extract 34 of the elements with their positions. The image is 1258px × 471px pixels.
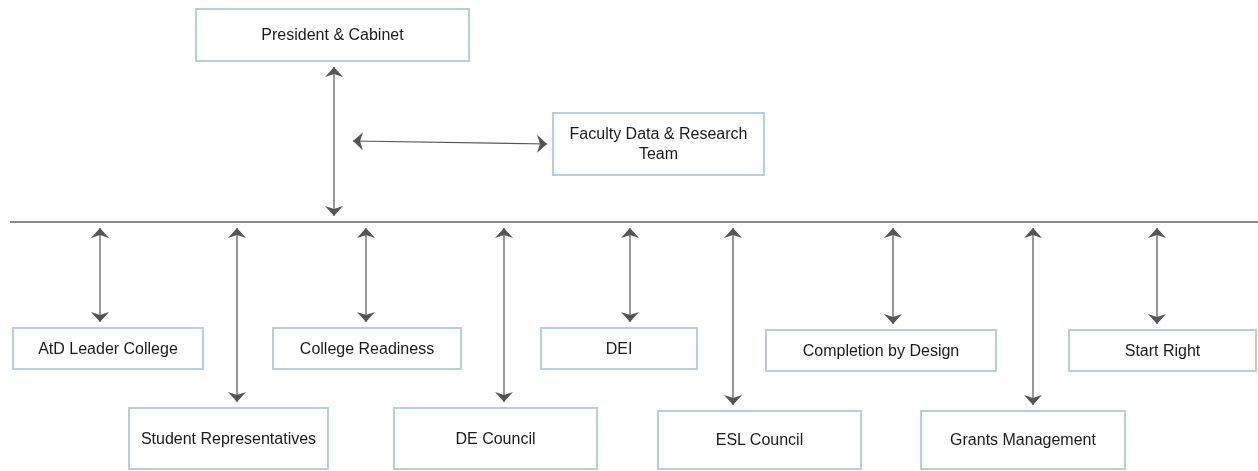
box-label: ESL Council: [714, 430, 805, 450]
double-arrow: [91, 227, 109, 323]
double-arrow: [621, 227, 639, 323]
text-box: [128, 407, 329, 470]
box-label: Faculty Data & Research Team: [568, 124, 749, 164]
box-label: DE Council: [454, 428, 537, 449]
text-box: [552, 112, 765, 176]
text-box: [765, 329, 997, 372]
double-arrow: [325, 66, 343, 217]
box-label: President & Cabinet: [260, 25, 405, 45]
double-arrow: [495, 227, 513, 403]
text-box: [540, 327, 698, 370]
text-box: [195, 8, 470, 62]
text-box: [657, 410, 862, 470]
text-box: [393, 407, 598, 470]
text-box: [12, 327, 204, 370]
box-label: Grants Management: [949, 430, 1097, 450]
text-box: [920, 410, 1126, 470]
divider-line: [10, 221, 1258, 223]
double-arrow: [884, 227, 902, 325]
box-label: Completion by Design: [801, 340, 961, 361]
double-arrow: [1024, 227, 1042, 406]
double-arrow: [357, 227, 375, 323]
double-arrow: [724, 227, 742, 406]
box-label: AtD Leader College: [37, 338, 179, 359]
box-label: Start Right: [1123, 340, 1202, 361]
double-arrow: [1148, 227, 1166, 325]
double-arrow: [352, 132, 548, 153]
text-box: [1068, 329, 1257, 372]
box-label: Student Representatives: [139, 428, 318, 449]
box-label: College Readiness: [298, 338, 436, 359]
double-arrow: [228, 227, 246, 403]
box-label: DEI: [604, 338, 634, 359]
text-box: [272, 327, 462, 370]
